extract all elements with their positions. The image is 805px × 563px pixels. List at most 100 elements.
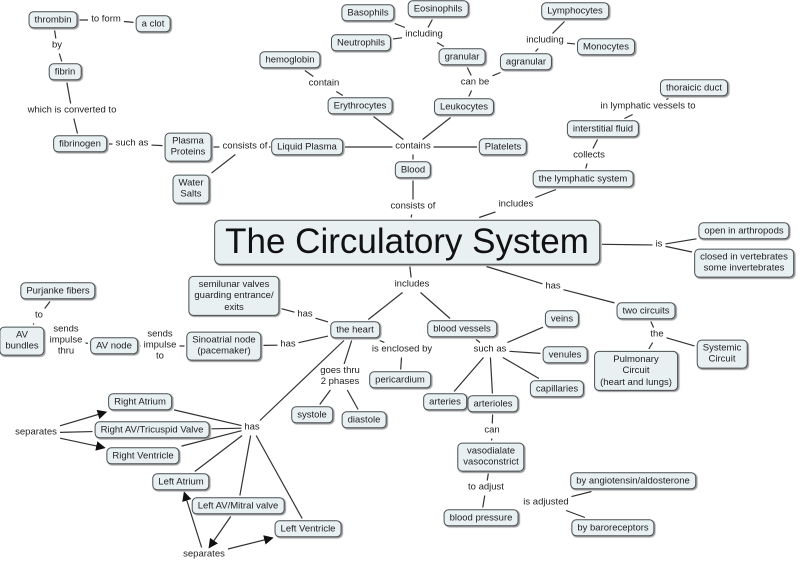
connector-line	[565, 509, 586, 519]
concept-avbundles: AV bundles	[0, 326, 45, 356]
concept-pericardium: pericardium	[369, 371, 431, 389]
link-label-l_contains: contains	[394, 140, 432, 153]
concept-neutrophils: Neutrophils	[330, 34, 392, 52]
connector-line	[59, 430, 93, 433]
link-label-l_converted: which is converted to	[26, 104, 118, 117]
link-label-l_to: to	[34, 309, 44, 322]
concept-arteries: arteries	[423, 393, 467, 411]
concept-liquid: Liquid Plasma	[271, 138, 343, 156]
link-label-l_the: the	[649, 328, 665, 341]
connector-line	[239, 435, 252, 496]
connector-line	[478, 211, 496, 219]
link-label-l_consists1: consists of	[221, 140, 269, 153]
connector-line	[319, 389, 331, 405]
connector-line	[666, 337, 695, 347]
connector-line	[151, 144, 163, 147]
connector-line	[624, 113, 633, 120]
link-label-l_has1: has	[544, 280, 562, 293]
concept-thrombin: thrombin	[28, 11, 78, 29]
concept-twocircuits: two circuits	[616, 302, 676, 320]
concept-heart: the heart	[330, 321, 380, 339]
connector-line	[566, 42, 576, 45]
connector-line	[346, 389, 359, 410]
link-label-l_sendsto: sends impulse to	[142, 328, 178, 363]
concept-systole: systole	[291, 406, 333, 424]
connector-line	[592, 139, 599, 149]
concept-lventricle: Left Ventricle	[274, 520, 342, 538]
connector-line	[486, 265, 543, 285]
connector-line	[436, 41, 445, 48]
connector-line	[422, 117, 451, 140]
concept-agranular: agranular	[499, 53, 553, 71]
connector-line	[32, 323, 35, 325]
connector-line	[507, 326, 544, 344]
connector-line	[601, 243, 653, 246]
link-label-l_toform: to form	[90, 13, 122, 26]
link-label-l_including2: including	[525, 34, 565, 47]
connector-line	[466, 67, 472, 76]
connector-line	[535, 188, 557, 199]
connector-line	[509, 350, 541, 354]
concept-lav: Left AV/Mitral valve	[191, 497, 285, 515]
concept-vessels: blood vessels	[427, 320, 497, 338]
concept-thoracic: thoraicic duct	[660, 79, 728, 97]
link-label-l_including1: including	[404, 28, 444, 41]
arrow-connector	[182, 491, 203, 548]
connector-line	[486, 473, 489, 481]
connector-line	[315, 317, 329, 323]
connector-line	[585, 163, 588, 169]
connector-line	[535, 48, 539, 52]
connector-line	[409, 266, 412, 278]
connector-line	[468, 90, 473, 97]
link-label-l_adjusted: is adjusted	[522, 496, 570, 509]
link-label-l_has4: has	[243, 421, 261, 434]
link-label-l_includes1: includes	[497, 198, 535, 211]
concept-monocytes: Monocytes	[577, 38, 635, 56]
concept-plasmaprot: Plasma Proteins	[164, 132, 212, 162]
concept-diastole: diastole	[341, 411, 387, 429]
connector-line	[173, 409, 242, 427]
connector-line	[400, 357, 403, 370]
connector-line	[194, 435, 243, 472]
link-label-l_enclosed: is enclosed by	[370, 343, 434, 356]
connector-line	[373, 116, 404, 140]
concept-ratrium: Right Atrium	[108, 393, 172, 411]
concept-clot: a clot	[135, 15, 171, 33]
connector-line	[304, 70, 314, 77]
concept-sanode: Sinoatrial node (pacemaker)	[186, 331, 262, 361]
concept-veins: veins	[544, 310, 580, 328]
connector-line	[489, 357, 494, 394]
connector-line	[255, 435, 303, 519]
link-label-l_sep2: separates	[182, 548, 226, 561]
connector-line	[665, 238, 697, 245]
connector-line	[54, 30, 57, 39]
concept-latrium: Left Atrium	[152, 473, 210, 491]
link-label-l_sendsthru: sends impulse thru	[48, 323, 84, 358]
concept-eosinophils: Eosinophils	[407, 0, 469, 18]
link-label-l_suchas2: such as	[472, 343, 508, 356]
link-label-l_canbe: can be	[459, 76, 491, 89]
link-label-l_consists2: consists of	[389, 200, 437, 213]
connector-line	[211, 154, 236, 174]
concept-granular: granular	[438, 48, 486, 66]
concept-avnode: AV node	[90, 337, 138, 355]
connector-line	[427, 19, 433, 28]
concept-baro: by baroreceptors	[571, 519, 655, 537]
concept-arterioles: arterioles	[467, 395, 519, 413]
connector-line	[571, 490, 592, 498]
connector-line	[492, 71, 501, 77]
connector-line	[482, 495, 486, 508]
concept-basophils: Basophils	[341, 4, 395, 22]
link-label-l_has2: has	[296, 308, 314, 321]
concept-rav: Right AV/Tricuspid Valve	[94, 421, 210, 439]
concept-blood: Blood	[394, 161, 432, 179]
concept-fibrinogen: fibrinogen	[53, 135, 107, 153]
concept-fibrin: fibrin	[48, 63, 82, 81]
link-label-l_includes2: includes	[393, 278, 431, 291]
concept-title: The Circulatory System	[214, 219, 600, 265]
link-label-l_suchas1: such as	[114, 137, 150, 150]
concept-water: Water Salts	[172, 174, 210, 204]
link-label-l_is: is	[654, 238, 664, 251]
